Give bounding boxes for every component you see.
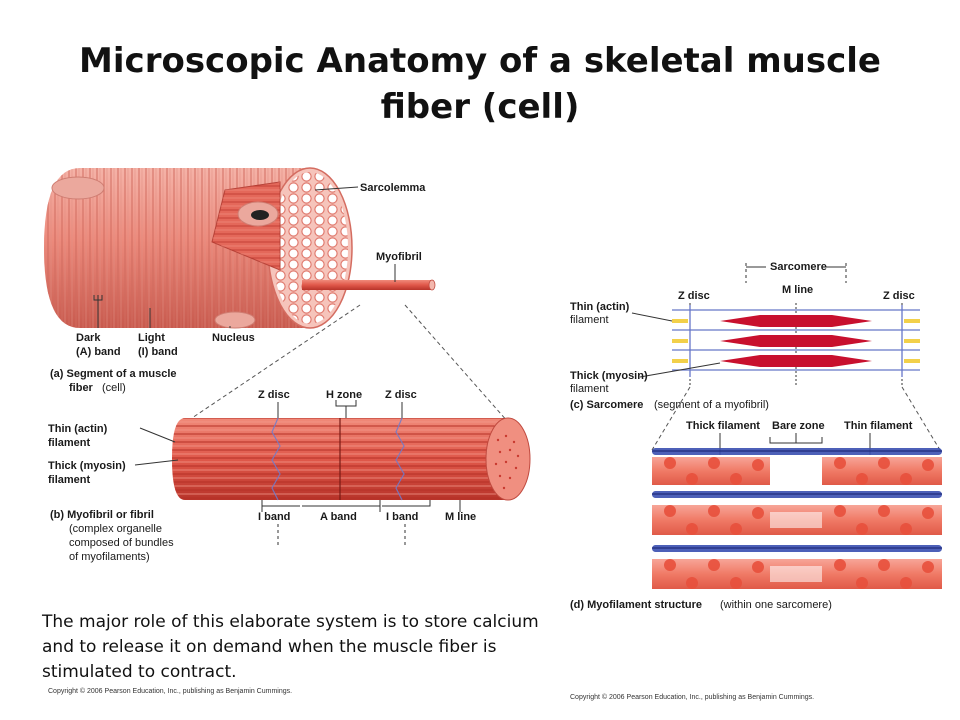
label-m-line: M line	[782, 284, 813, 296]
muscle-fiber-cylinder	[44, 167, 353, 329]
caption-c-sub: (segment of a myofibril)	[654, 399, 769, 411]
label-light-band-sub: (I) band	[138, 346, 178, 358]
myofilament-structure	[652, 448, 942, 589]
left-figure: Sarcolemma Myofibril Dark (A) band Light…	[44, 167, 531, 695]
caption-d-sub: (within one sarcomere)	[720, 599, 832, 611]
label-sarcomere: Sarcomere	[770, 261, 827, 273]
label-myofibril: Myofibril	[376, 251, 422, 263]
caption-b-line2: (complex organelle	[69, 523, 162, 535]
sarcomere-leaders	[631, 312, 721, 378]
myofibril-enlarged	[172, 417, 531, 501]
copyright-left: Copyright © 2006 Pearson Education, Inc.…	[48, 687, 292, 695]
label-a-band: A band	[320, 511, 357, 523]
label-thin-filament: Thin filament	[844, 420, 913, 432]
caption-a-line3: (cell)	[102, 382, 126, 394]
label-nucleus: Nucleus	[212, 332, 255, 344]
myofibril-rod	[302, 279, 436, 291]
label-thin-actin: Thin (actin)	[570, 301, 630, 313]
caption-a-line1: (a) Segment of a muscle	[50, 368, 177, 380]
label-h-zone: H zone	[326, 389, 362, 401]
label-z-disc-left: Z disc	[258, 389, 290, 401]
label-thin-actin-sub: filament	[48, 437, 91, 449]
label-thin-actin: Thin (actin)	[48, 423, 108, 435]
caption-b-line4: of myofilaments)	[69, 551, 150, 563]
label-sarcolemma: Sarcolemma	[360, 182, 426, 194]
right-figure: Sarcomere Z disc M line Z disc	[570, 261, 942, 701]
caption-c-title: (c) Sarcomere	[570, 399, 643, 411]
caption-b-line1: (b) Myofibril or fibril	[50, 509, 154, 521]
label-m-line: M line	[445, 511, 476, 523]
band-brackets	[134, 400, 461, 548]
leaders-top	[93, 186, 396, 328]
zoom-lines-right	[651, 386, 941, 451]
sarcomere-filaments	[672, 305, 920, 377]
label-light-band: Light	[138, 332, 165, 344]
label-thick-myosin-sub: filament	[570, 383, 609, 395]
label-i-band-left: I band	[258, 511, 290, 523]
label-z-disc-right: Z disc	[883, 290, 915, 302]
label-i-band-right: I band	[386, 511, 418, 523]
label-thick-myosin: Thick (myosin)	[570, 370, 648, 382]
label-dark-band-sub: (A) band	[76, 346, 121, 358]
zoom-lines	[191, 304, 509, 423]
label-thick-myosin: Thick (myosin)	[48, 460, 126, 472]
label-z-disc-left: Z disc	[678, 290, 710, 302]
caption-a-line2: fiber	[69, 382, 94, 394]
body-text: The major role of this elaborate system …	[42, 612, 539, 682]
caption-b-line3: composed of bundles	[69, 537, 174, 549]
slide-title: Microscopic Anatomy of a skeletal muscle…	[79, 41, 881, 127]
label-dark-band: Dark	[76, 332, 101, 344]
label-bare-zone: Bare zone	[772, 420, 825, 432]
label-z-disc-right: Z disc	[385, 389, 417, 401]
label-thick-filament: Thick filament	[686, 420, 760, 432]
caption-d-title: (d) Myofilament structure	[570, 599, 702, 611]
copyright-right: Copyright © 2006 Pearson Education, Inc.…	[570, 693, 814, 701]
label-thin-actin-sub: filament	[570, 314, 609, 326]
label-thick-myosin-sub: filament	[48, 474, 91, 486]
